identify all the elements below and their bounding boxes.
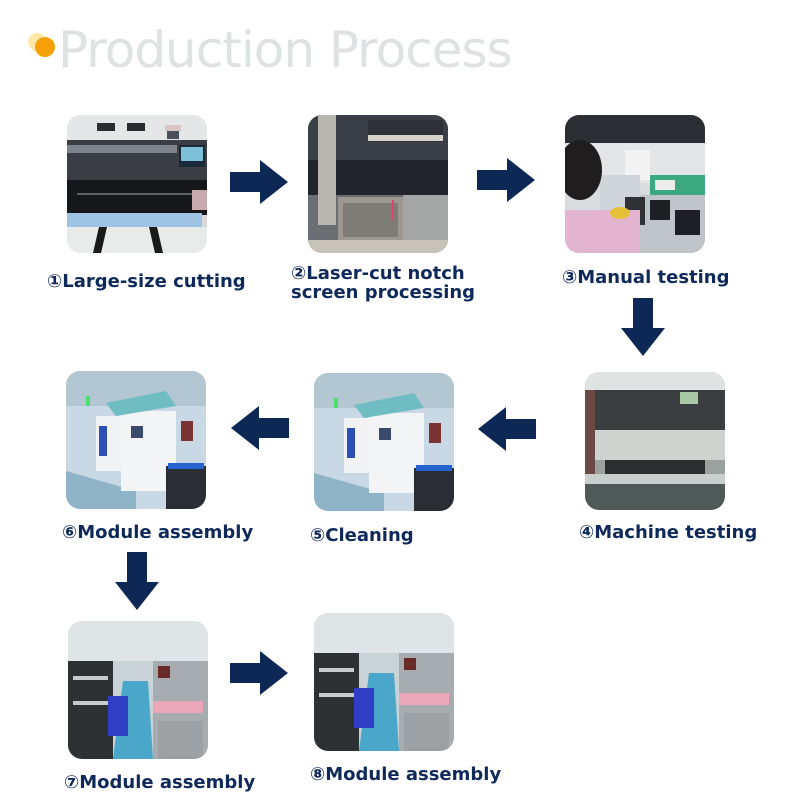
arrow-left-icon	[231, 406, 289, 450]
step-4-photo	[585, 372, 725, 510]
arrow-down-icon	[621, 298, 665, 356]
step-1-label: ①Large-size cutting	[47, 271, 246, 292]
step-3-photo	[565, 115, 705, 253]
step-7-label: ⑦Module assembly	[64, 772, 256, 793]
arrow-down-icon	[115, 552, 159, 610]
step-2-photo	[308, 115, 448, 253]
arrow-right-icon	[230, 651, 288, 695]
step-2-label: ②Laser-cut notch screen processing	[291, 264, 475, 302]
step-5-label: ⑤Cleaning	[310, 525, 414, 546]
step-8-photo	[314, 613, 454, 751]
step-5-photo	[314, 373, 454, 511]
arrow-left-icon	[478, 407, 536, 451]
step-6-label: ⑥Module assembly	[62, 522, 254, 543]
step-6-photo	[66, 371, 206, 509]
page-title: Production Process	[58, 21, 513, 79]
bullet-dot-front	[35, 37, 55, 57]
step-2-label-line-1: ②Laser-cut notch	[291, 263, 465, 284]
step-2-label-line-2: screen processing	[291, 282, 476, 303]
arrow-right-icon	[230, 160, 288, 204]
step-3-label: ③Manual testing	[562, 267, 730, 288]
step-8-label: ⑧Module assembly	[310, 764, 502, 785]
step-4-label: ④Machine testing	[579, 522, 758, 543]
step-7-photo	[68, 621, 208, 759]
arrow-right-icon	[477, 158, 535, 202]
step-1-photo	[67, 115, 207, 253]
